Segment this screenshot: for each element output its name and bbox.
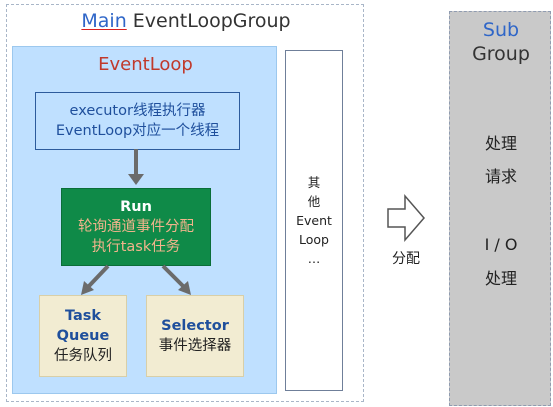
- task-queue-line-2: Queue: [56, 328, 110, 344]
- event-loop-panel: EventLoop executor线程执行器 EventLoop对应一个线程 …: [12, 46, 277, 394]
- event-loop-title: EventLoop: [98, 54, 193, 75]
- executor-box: executor线程执行器 EventLoop对应一个线程: [35, 92, 240, 150]
- distribute-arrow-icon: [387, 193, 425, 243]
- task-queue-box: Task Queue 任务队列: [39, 295, 127, 377]
- distribute-label: 分配: [392, 251, 420, 267]
- run-box: Run 轮询通道事件分配 执行task任务: [61, 188, 211, 266]
- other-event-loop-line-4: Loop: [299, 232, 329, 247]
- sub-group-line-2: 请求: [484, 167, 517, 186]
- task-queue-line-1: Task: [64, 308, 102, 324]
- main-group-title-main: Main: [81, 10, 127, 32]
- sub-group-title: Sub Group: [450, 18, 552, 66]
- sub-group: Sub Group 处理 请求 I / O 处理: [449, 11, 551, 406]
- other-event-loop-line-1: 其: [307, 175, 321, 190]
- main-group-title-rest: EventLoopGroup: [126, 10, 291, 32]
- run-line-1: 轮询通道事件分配: [78, 219, 194, 235]
- sub-group-title-group: Group: [472, 43, 530, 65]
- executor-line-2: EventLoop对应一个线程: [55, 123, 220, 139]
- run-title: Run: [120, 199, 152, 215]
- other-event-loop-line-3: Event: [296, 213, 332, 228]
- main-group-title: Main EventLoopGroup: [7, 9, 365, 33]
- selector-box: Selector 事件选择器: [146, 295, 244, 377]
- sub-group-line-3: I / O: [484, 235, 518, 254]
- executor-line-1: executor线程执行器: [69, 103, 206, 119]
- sub-group-line-1: 处理: [484, 134, 517, 153]
- selector-line-1: Selector: [161, 318, 229, 334]
- other-event-loop-line-5: …: [307, 251, 321, 266]
- other-event-loop-line-2: 他: [307, 194, 321, 209]
- selector-line-2: 事件选择器: [158, 338, 232, 354]
- other-event-loop-box: 其 他 Event Loop …: [285, 50, 343, 391]
- task-queue-line-3: 任务队列: [54, 348, 112, 364]
- sub-group-title-sub: Sub: [482, 19, 520, 41]
- run-line-2: 执行task任务: [91, 239, 181, 255]
- sub-group-line-4: 处理: [484, 269, 517, 288]
